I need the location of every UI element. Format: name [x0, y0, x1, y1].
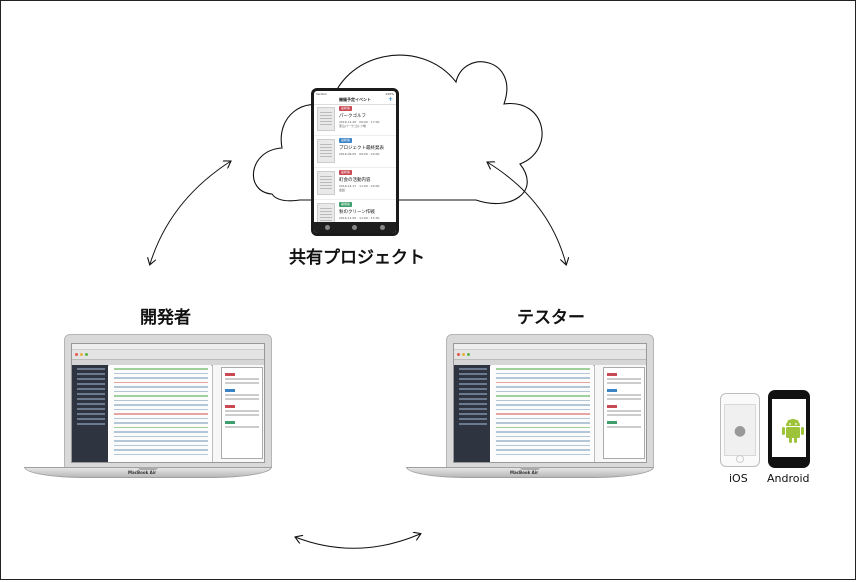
ide-code-editor [109, 365, 211, 462]
ide-code-editor [491, 365, 593, 462]
event-badge: 最新版 [339, 138, 353, 143]
tab-icon[interactable] [325, 225, 331, 230]
event-title: パークゴルフ [339, 114, 366, 119]
laptop-brand: MacBook Air [128, 470, 157, 475]
event-meta: 2016.11.05 11:00 - 15:30 [339, 216, 379, 220]
developer-laptop: MacBook Air [24, 334, 272, 480]
apple-logo-icon: ● [733, 423, 747, 439]
ide-device-preview [212, 365, 264, 462]
event-title: プロジェクト最終発表 [339, 146, 384, 151]
android-robot-icon [782, 419, 804, 443]
phone-tab-bar [314, 222, 396, 233]
developer-label: 開発者 [140, 308, 191, 328]
event-date: 2016.09.05 09:00 - 20:00 [339, 152, 380, 156]
event-thumbnail [317, 107, 335, 131]
iphone-device: ● [720, 393, 760, 467]
arrow-developer-tester [295, 534, 420, 549]
android-screen [772, 399, 806, 457]
status-battery: 100% [385, 91, 394, 96]
laptop-display [453, 343, 647, 463]
event-place: 会館 [339, 188, 346, 192]
phone-nav-bar: 開催予定イベント + [314, 96, 396, 105]
event-date: 2016.12.17 11:00 - 20:00 [339, 184, 380, 188]
tab-icon[interactable] [352, 225, 358, 230]
event-date: 2016.11.05 11:00 - 15:30 [339, 216, 380, 220]
ide-file-tree [72, 365, 108, 462]
laptop-lid [446, 334, 654, 468]
event-title: 町会の活動内容 [339, 178, 371, 183]
plus-icon[interactable]: + [387, 96, 393, 103]
event-row[interactable]: 最新版 町会の活動内容 2016.12.17 11:00 - 20:00 会館 [314, 168, 396, 200]
event-row[interactable]: 最新版 プロジェクト最終発表 2016.09.05 09:00 - 20:00 [314, 136, 396, 168]
arrow-cloud-tester [487, 162, 566, 264]
tester-laptop: MacBook Air [406, 334, 654, 480]
event-meta: 2016.11.20 09:00 - 17:00 東山パークゴルフ場 [339, 120, 379, 128]
cloud-phone: Verizon 100% 開催予定イベント + 最新版 パークゴルフ 2016.… [311, 88, 399, 236]
android-device [768, 390, 810, 468]
ide-toolbar [454, 350, 646, 360]
shared-project-label: 共有プロジェクト [289, 248, 425, 268]
event-badge: 最新版 [339, 170, 353, 175]
laptop-brand: MacBook Air [510, 470, 539, 475]
event-thumbnail [317, 139, 335, 163]
home-button [736, 455, 744, 463]
event-date: 2016.11.20 09:00 - 17:00 [339, 120, 380, 124]
event-meta: 2016.09.05 09:00 - 20:00 [339, 152, 379, 156]
ide-device-preview [594, 365, 646, 462]
arrow-cloud-developer [150, 161, 231, 264]
tester-label: テスター [517, 308, 585, 328]
event-list: 最新版 パークゴルフ 2016.11.20 09:00 - 17:00 東山パー… [314, 104, 396, 232]
event-badge: 最新版 [339, 106, 353, 111]
event-badge: 開催版 [339, 202, 353, 207]
laptop-display [71, 343, 265, 463]
event-place: 東山パークゴルフ場 [339, 124, 367, 128]
iphone-screen: ● [724, 404, 756, 456]
ide-file-tree [454, 365, 490, 462]
phone-status-bar: Verizon 100% [314, 91, 396, 96]
event-row[interactable]: 最新版 パークゴルフ 2016.11.20 09:00 - 17:00 東山パー… [314, 104, 396, 136]
ios-label: iOS [729, 472, 748, 485]
android-label: Android [767, 472, 810, 485]
event-thumbnail [317, 171, 335, 195]
ide-toolbar [72, 350, 264, 360]
event-thumbnail [317, 203, 335, 227]
event-meta: 2016.12.17 11:00 - 20:00 会館 [339, 184, 379, 192]
phone-nav-title: 開催予定イベント [339, 97, 371, 102]
status-carrier: Verizon [316, 91, 328, 96]
tab-icon[interactable] [379, 225, 385, 230]
cloud-phone-screen: Verizon 100% 開催予定イベント + 最新版 パークゴルフ 2016.… [314, 91, 396, 233]
laptop-lid [64, 334, 272, 468]
event-title: 秋のクリーン作戦 [339, 210, 375, 215]
